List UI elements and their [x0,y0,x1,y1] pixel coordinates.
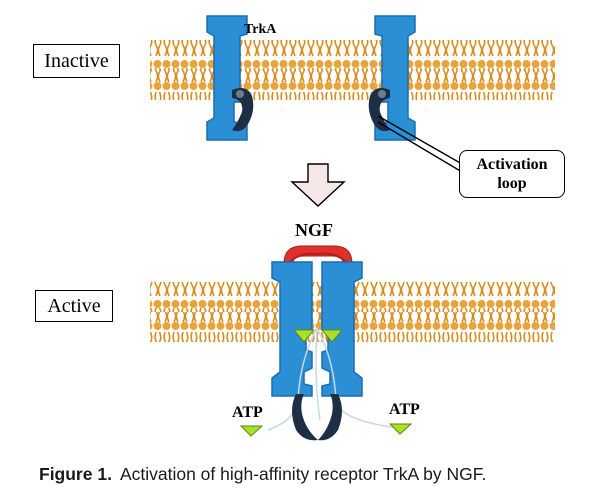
trka-label: TrkA [244,22,277,37]
active-state-label: Active [35,290,113,322]
membrane-inactive [150,40,555,100]
activation-loop-callout: Activation loop [459,150,565,198]
figure-number: Figure 1. [39,464,112,484]
atp-label-left: ATP [232,404,263,421]
trka-receptor-right-active [321,261,363,397]
kinase-atp-sites [292,329,344,343]
figure-caption: Figure 1. Activation of high-affinity rec… [39,464,486,485]
trka-receptor-left-inactive [206,15,254,141]
activation-loop-left [232,88,254,132]
activation-loop-label-line1: Activation [476,156,548,173]
down-arrow-icon [290,163,346,207]
ngf-label: NGF [295,220,333,240]
atp-label-right: ATP [389,401,420,418]
activation-loop-label-line2: loop [497,175,527,192]
activation-loop-right [368,88,390,132]
activation-loops-active [292,394,342,441]
caption-text: Activation of high-affinity receptor Trk… [119,464,487,484]
triangle-icon [239,423,413,437]
trka-receptor-right-inactive [368,15,416,141]
activation-loop-pointer [377,115,463,173]
inactive-state-label: Inactive [33,44,120,78]
